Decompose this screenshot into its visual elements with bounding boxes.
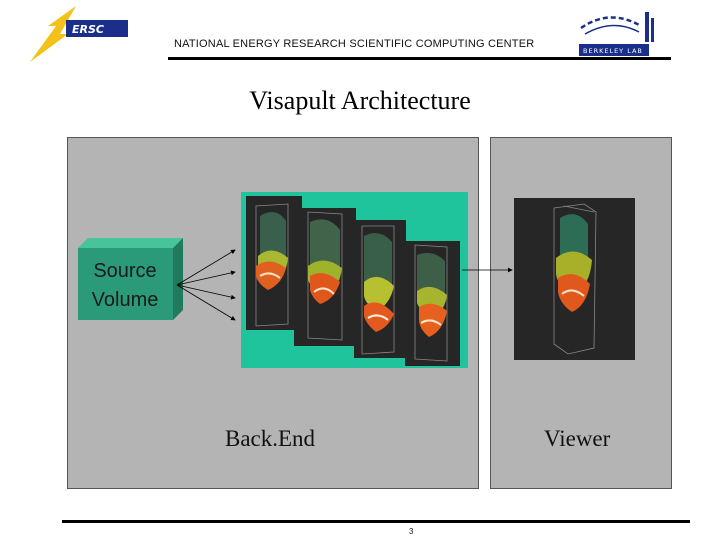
berkeley-lab-logo: BERKELEY LAB: [579, 12, 654, 56]
volume-render-tile: [294, 208, 356, 346]
organization-name: NATIONAL ENERGY RESEARCH SCIENTIFIC COMP…: [174, 38, 535, 50]
header-rule: [168, 57, 671, 60]
volume-render-tile: [405, 241, 460, 366]
source-volume-box: [78, 238, 183, 320]
volume-render-tile: [354, 220, 406, 358]
page-number: 3: [409, 527, 414, 536]
nersc-logo-text: ERSC: [72, 23, 104, 36]
backend-label: Back.End: [225, 426, 316, 451]
viewer-arrow: [462, 267, 513, 273]
distribution-arrows: [176, 249, 236, 321]
footer-rule: [62, 520, 690, 523]
source-label-line: Volume: [91, 289, 159, 311]
lightning-bolt-icon: [30, 6, 76, 62]
berkeley-lab-logo-text: BERKELEY LAB: [583, 47, 643, 55]
volume-render-tile: [246, 196, 302, 330]
slide-title: Visapult Architecture: [249, 86, 471, 115]
nersc-logo: ERSC: [30, 6, 128, 62]
viewer-label: Viewer: [544, 426, 611, 451]
viewer-volume-render: [514, 198, 635, 360]
source-label-line: Source: [93, 260, 157, 282]
